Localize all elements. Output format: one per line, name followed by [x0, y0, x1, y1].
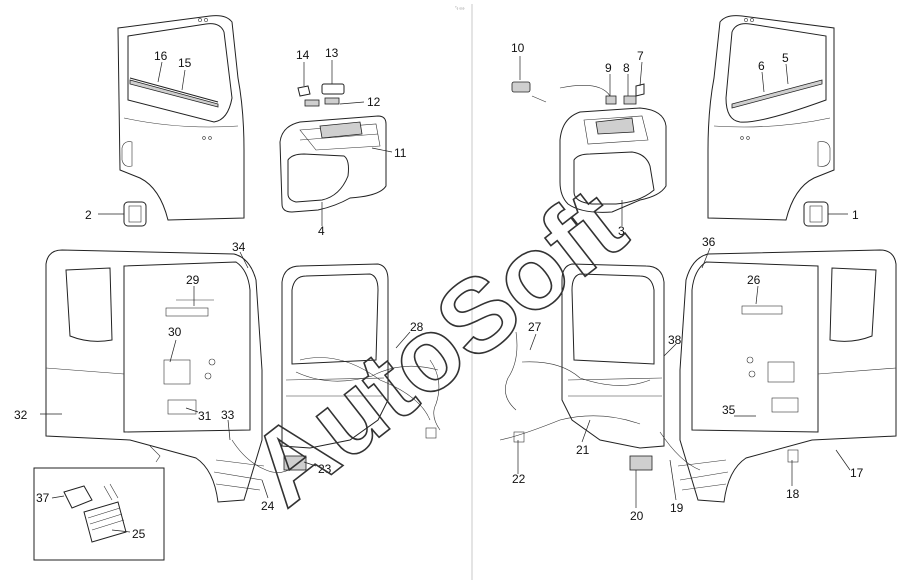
callout-14: 14 — [296, 48, 310, 62]
callout-37: 37 — [36, 491, 50, 505]
callout-1: 1 — [852, 208, 859, 222]
callout-5: 5 — [782, 51, 789, 65]
callout-12: 12 — [367, 95, 381, 109]
callout-10: 10 — [511, 41, 525, 55]
callout-29: 29 — [186, 273, 200, 287]
callout-21: 21 — [576, 443, 590, 457]
left-door-outer-panel — [117, 15, 245, 221]
right-wiring-harness — [499, 305, 799, 471]
left-switch-parts — [297, 83, 345, 107]
callout-20: 20 — [630, 509, 644, 523]
callout-35: 35 — [722, 403, 736, 417]
inset-kit-box — [33, 467, 165, 561]
callout-6: 6 — [758, 59, 765, 73]
callout-4: 4 — [318, 224, 325, 238]
right-door-outer-panel — [707, 15, 835, 221]
right-switch-parts — [511, 81, 645, 105]
left-door-inner-trim — [279, 115, 387, 213]
callout-13: 13 — [325, 46, 339, 60]
callout-17: 17 — [850, 466, 864, 480]
callout-32: 32 — [14, 408, 28, 422]
right-cab-side — [677, 249, 897, 503]
watermark: AutoSoft — [229, 166, 646, 528]
callout-28: 28 — [410, 320, 424, 334]
callout-labels: 1 2 3 4 5 6 7 8 9 10 11 12 13 14 15 16 1… — [14, 41, 864, 541]
callout-8: 8 — [623, 61, 630, 75]
callout-27: 27 — [528, 320, 542, 334]
callout-7: 7 — [637, 49, 644, 63]
right-door-inner-trim — [559, 107, 667, 213]
left-cab-side — [45, 249, 265, 503]
callout-23: 23 — [318, 462, 332, 476]
leader-lines — [40, 56, 851, 533]
callout-11: 11 — [394, 146, 407, 160]
callout-2: 2 — [85, 208, 92, 222]
callout-19: 19 — [670, 501, 684, 515]
callout-34: 34 — [232, 240, 246, 254]
callout-16: 16 — [154, 49, 168, 63]
right-door-frame-open — [561, 263, 665, 449]
left-door-frame-open — [281, 263, 389, 449]
callout-38: 38 — [668, 333, 682, 347]
callout-33: 33 — [221, 408, 235, 422]
sheet-mark: °₀ ₀₀₀ — [455, 5, 465, 10]
left-wiring-harness — [149, 307, 441, 473]
callout-24: 24 — [261, 499, 275, 513]
callout-26: 26 — [747, 273, 761, 287]
left-outer-handle — [123, 201, 147, 227]
right-outer-handle — [803, 201, 829, 227]
callout-31: 31 — [198, 409, 212, 423]
callout-30: 30 — [168, 325, 182, 339]
callout-22: 22 — [512, 472, 526, 486]
callout-25: 25 — [132, 527, 146, 541]
callout-36: 36 — [702, 235, 716, 249]
callout-9: 9 — [605, 61, 612, 75]
callout-18: 18 — [786, 487, 800, 501]
callout-15: 15 — [178, 56, 192, 70]
callout-3: 3 — [618, 224, 625, 238]
